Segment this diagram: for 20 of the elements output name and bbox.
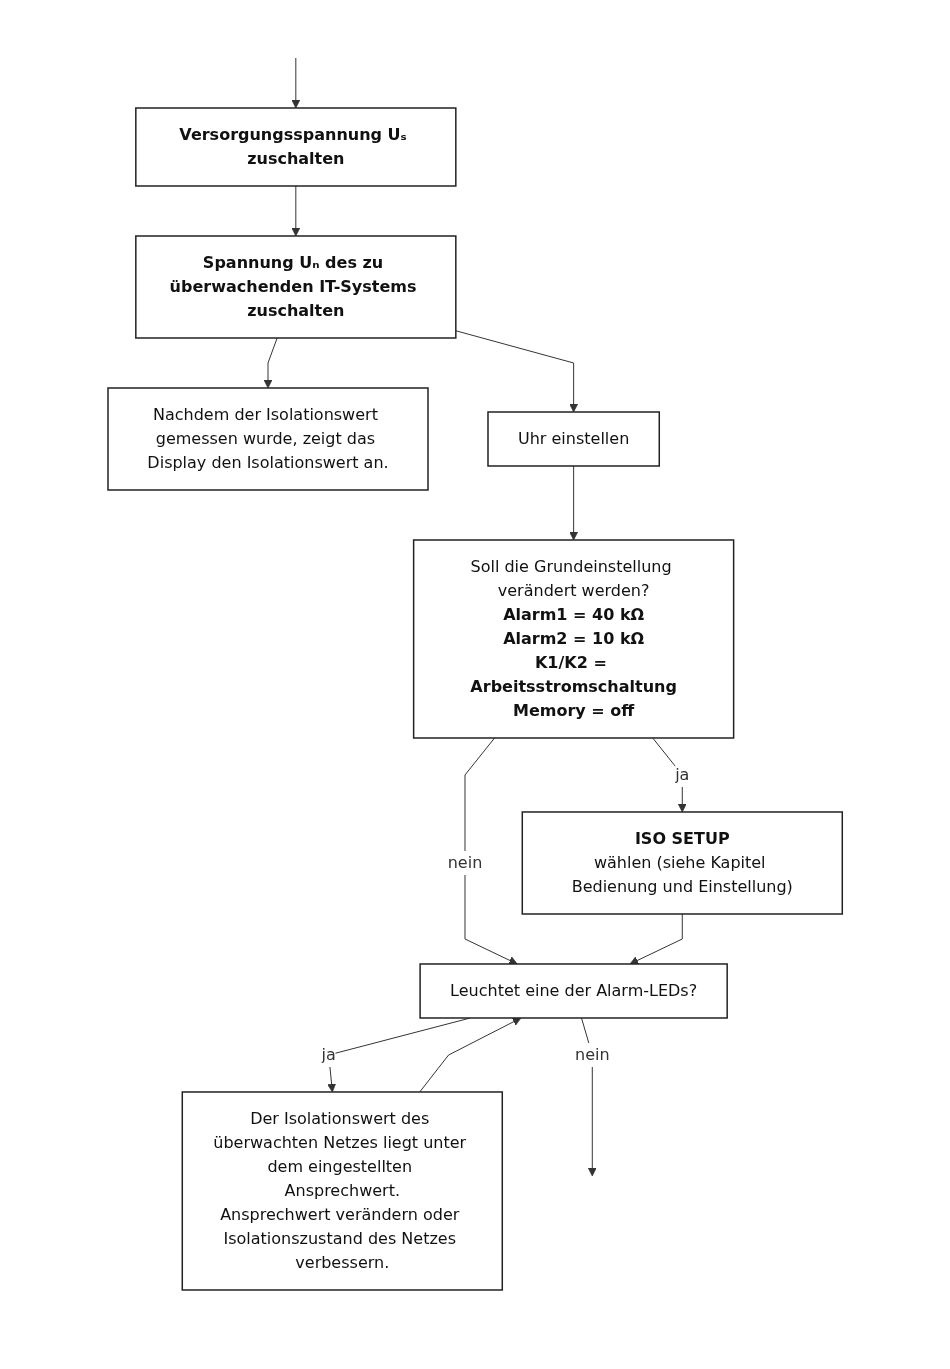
edge-label: nein	[447, 852, 483, 872]
node-box: Leuchtet eine der Alarm-LEDs?	[419, 963, 728, 1019]
node-box: Spannung Uₙ des zu überwachenden IT-Systems zuschalten	[134, 235, 457, 339]
arrow	[291, 185, 301, 237]
node-box: Der Isolationswert des überwachten Netzes liegt unter dem eingestellten Ansprechwert. Ansprechwert verändern oder Isolationszustand des Netzes verbessern.	[181, 1091, 503, 1291]
edge-label: ja	[321, 1044, 336, 1064]
arrow	[629, 913, 683, 965]
arrow	[263, 337, 278, 389]
node-box: Uhr einstellen	[487, 411, 660, 467]
edge-label: ja	[675, 764, 690, 784]
node-box: Soll die Grundeinstellung verändert werden? Alarm1 = 40 kΩ Alarm2 = 10 kΩ K1/K2 = Arbeitsstromschaltung Memory = off	[412, 539, 735, 739]
node-box: Versorgungsspannung Uₛ zuschalten	[134, 107, 457, 187]
node-box: ISO SETUP wählen (siehe Kapitel Bedienung und Einstellung)	[521, 811, 843, 915]
edge-label: nein	[574, 1044, 610, 1064]
arrow	[569, 465, 578, 541]
arrow	[455, 330, 578, 413]
arrow	[419, 1017, 522, 1093]
arrow	[464, 737, 518, 965]
node-box: Nachdem der Isolationswert gemessen wurde, zeigt das Display den Isolationswert an.	[107, 387, 429, 491]
arrow	[291, 57, 301, 109]
